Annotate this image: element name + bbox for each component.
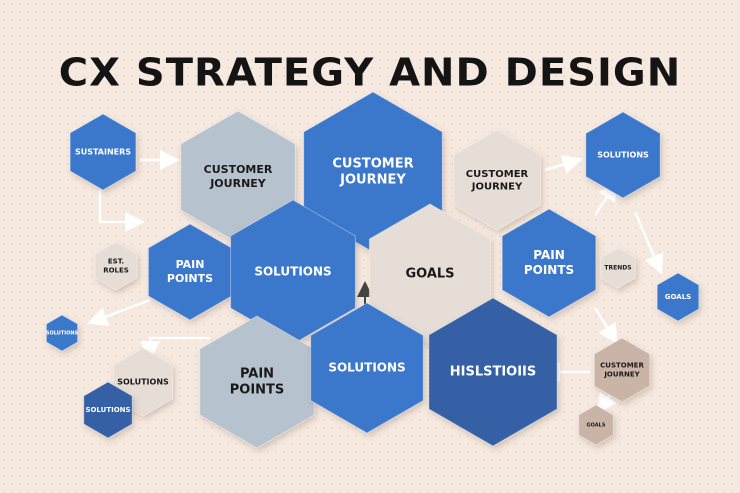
hex-label: SOLUTIONS — [46, 331, 79, 337]
hex-label: GOALS — [665, 293, 691, 301]
hex-label: HISLSTIOIIS — [450, 365, 537, 380]
hex-label: SUSTAINERS — [75, 148, 131, 157]
hexagon-shape — [83, 381, 133, 439]
hex-label: PAIN — [240, 366, 274, 381]
hex-node-customer-journey-blue: CUSTOMER JOURNEY — [303, 91, 443, 253]
hex-label: SOLUTIONS — [328, 361, 405, 375]
hex-node-solutions-top-right: SOLUTIONS — [585, 111, 661, 199]
hexagon-shape — [428, 297, 558, 447]
hex-node-goals-small: GOALS — [578, 404, 614, 446]
arrow-connector — [98, 190, 145, 232]
arrow-connector — [544, 154, 583, 174]
hexagon-shape — [94, 241, 138, 291]
hex-label: JOURNEY — [209, 177, 267, 190]
hex-label: GOALS — [587, 423, 606, 429]
hexagon-shape — [45, 314, 79, 352]
hex-node-trends: TRENDS — [600, 247, 636, 289]
hexagon-shape — [585, 111, 661, 199]
arrow-connector — [597, 391, 617, 415]
hexagon-shape — [310, 302, 424, 434]
hex-label: POINTS — [524, 263, 574, 277]
hex-label: ROLES — [103, 266, 129, 274]
hexagon-layer: SUSTAINERSCUSTOMERJOURNEYCUSTOMERJOURNEY… — [45, 91, 700, 449]
hex-label: CUSTOMER — [466, 169, 529, 180]
hex-node-solutions-bottom-left: SOLUTIONS — [83, 381, 133, 439]
hex-label: CUSTOMER — [600, 362, 644, 370]
hex-label: SOLUTIONS — [254, 265, 331, 279]
hex-node-goals-right: GOALS — [656, 272, 700, 322]
hexagon-shape — [656, 272, 700, 322]
hex-node-est-roles: EST.ROLES — [94, 241, 138, 291]
hex-node-solutions-small-left: SOLUTIONS — [45, 314, 79, 352]
hex-label: JOURNEY — [603, 370, 640, 378]
hex-node-pain-points-gray: PAIN POINTS — [199, 315, 315, 449]
hexagon-shape — [578, 404, 614, 446]
hex-label: POINTS — [167, 272, 213, 285]
arrow-connector — [633, 211, 664, 275]
hex-label: PAIN — [533, 248, 565, 262]
hex-label: TRENDS — [604, 265, 631, 272]
arrow-connector — [593, 307, 618, 345]
hex-node-solutions-bottom: SOLUTIONS — [310, 302, 424, 434]
hex-label: POINTS — [230, 383, 285, 398]
hex-label: JOURNEY — [471, 181, 523, 192]
hex-label: SOLUTIONS — [85, 406, 130, 414]
hex-label: GOALS — [405, 267, 454, 282]
hex-label: CUSTOMER — [332, 156, 413, 171]
hex-label: CUSTOMER — [204, 163, 273, 176]
hex-node-hislstions: HISLSTIOIIS — [428, 297, 558, 447]
hex-label: EST. — [108, 258, 124, 266]
page-title: CX STRATEGY AND DESIGN — [58, 51, 682, 95]
hex-node-sustainers: SUSTAINERS — [69, 113, 137, 191]
hex-node-solutions-center: SOLUTIONS — [230, 199, 356, 345]
hex-label: SOLUTIONS — [117, 378, 169, 387]
hex-label: PAIN — [176, 258, 205, 271]
hexagon-shape — [69, 113, 137, 191]
hexagon-shape — [600, 247, 636, 289]
hex-label: SOLUTIONS — [597, 151, 649, 160]
hexagon-shape — [453, 129, 541, 231]
arrow-connector — [140, 336, 210, 361]
hexagon-shape — [501, 208, 597, 318]
arrow-connector — [87, 298, 151, 327]
hex-label: JOURNEY — [339, 173, 406, 188]
hexagon-shape — [593, 337, 651, 403]
